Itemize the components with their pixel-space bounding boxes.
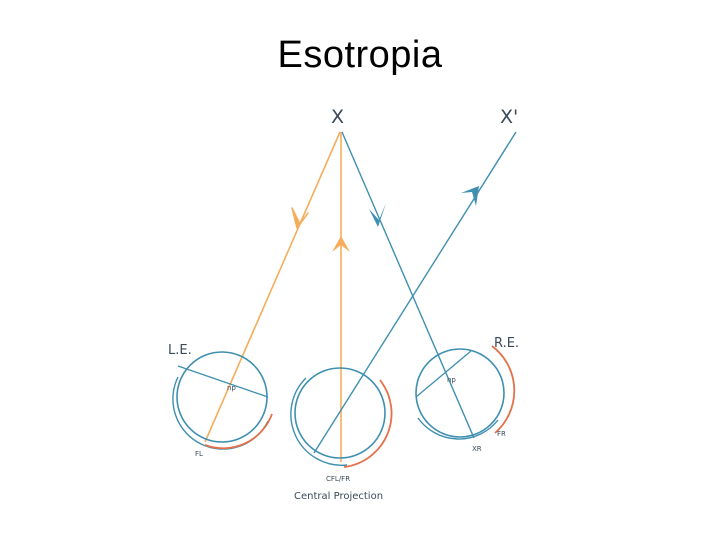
label-x: X	[331, 106, 344, 128]
right-eye-circle	[415, 348, 505, 438]
label-right-eye: R.E.	[494, 336, 519, 351]
left-eye-nodal-line	[177, 365, 269, 398]
left-eye-circle	[176, 351, 268, 443]
label-central-projection: Central Projection	[294, 491, 383, 502]
label-np-right: np	[447, 376, 456, 384]
label-fl: FL	[195, 450, 203, 458]
orange-ray-left-eye	[204, 131, 341, 443]
left-eye-red-arc	[204, 413, 273, 450]
label-fr: FR	[497, 430, 506, 438]
right-eye-nodal-line	[415, 350, 472, 398]
label-np-left: np	[227, 384, 236, 392]
orange-arrow-up-icon	[332, 236, 350, 252]
orange-arrow-down-icon	[291, 207, 309, 229]
label-left-eye: L.E.	[168, 343, 192, 358]
teal-arrow-down-icon	[369, 203, 386, 227]
label-xr: XR	[472, 445, 482, 453]
right-eye-outer-arc	[417, 417, 499, 440]
central-eye-red-arc	[343, 379, 393, 468]
label-x-prime: X'	[500, 106, 518, 128]
right-eye-red-arc	[491, 345, 516, 434]
teal-ray-x-prime	[313, 131, 517, 454]
teal-arrow-up-icon	[461, 186, 479, 206]
central-eye-outer-arc	[290, 377, 348, 466]
page-title: Esotropia	[277, 34, 443, 76]
teal-ray-right-eye	[341, 131, 475, 439]
label-cfl-fr: CFL/FR	[326, 475, 350, 483]
central-eye-circle	[294, 367, 386, 459]
